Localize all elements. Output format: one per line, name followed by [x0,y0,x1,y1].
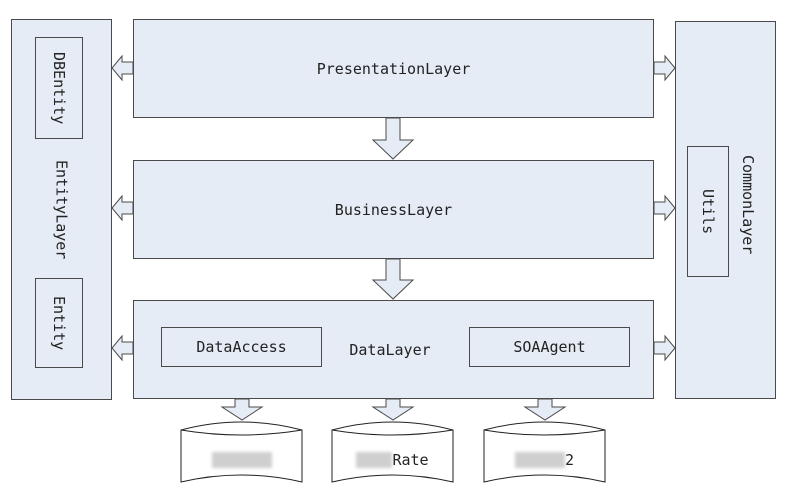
arrow-to-db-2 [371,398,415,421]
soa-agent-box: SOAAgent [469,327,630,367]
entity-label: Entity [50,295,68,351]
arrow-presentation-to-entity [111,54,134,82]
entity-box: Entity [35,278,83,368]
data-access-box: DataAccess [161,327,322,367]
data-layer-label: DataLayer [349,341,431,359]
arrow-to-db-1 [220,398,264,421]
entity-layer-label: EntityLayer [52,160,71,260]
data-access-label: DataAccess [196,338,287,356]
business-layer-box: BusinessLayer [133,160,654,259]
database-3-label: 2 [484,450,605,470]
arrow-data-to-common [653,334,676,362]
presentation-layer-box: PresentationLayer [133,19,654,118]
arrow-presentation-to-common [653,54,676,82]
soa-agent-label: SOAAgent [513,338,586,356]
arrow-business-to-entity [111,194,134,222]
presentation-layer-label: PresentationLayer [316,59,471,78]
arrow-business-to-data [371,258,415,300]
utils-box: Utils [687,146,729,277]
arrow-data-to-entity [111,334,134,362]
redacted-mark [356,452,393,468]
arrow-to-db-3 [523,398,567,421]
utils-label: Utils [699,188,717,235]
database-2-label: Rate [332,450,453,470]
common-layer-label: CommonLayer [739,155,757,255]
arrow-presentation-to-business [371,117,415,160]
redacted-mark [514,452,565,468]
db-entity-label: DBEntity [50,51,68,125]
redacted-mark [211,452,272,468]
db-entity-box: DBEntity [35,37,83,139]
arrow-business-to-common [653,194,676,222]
business-layer-label: BusinessLayer [334,200,453,219]
database-1-label [181,450,302,470]
